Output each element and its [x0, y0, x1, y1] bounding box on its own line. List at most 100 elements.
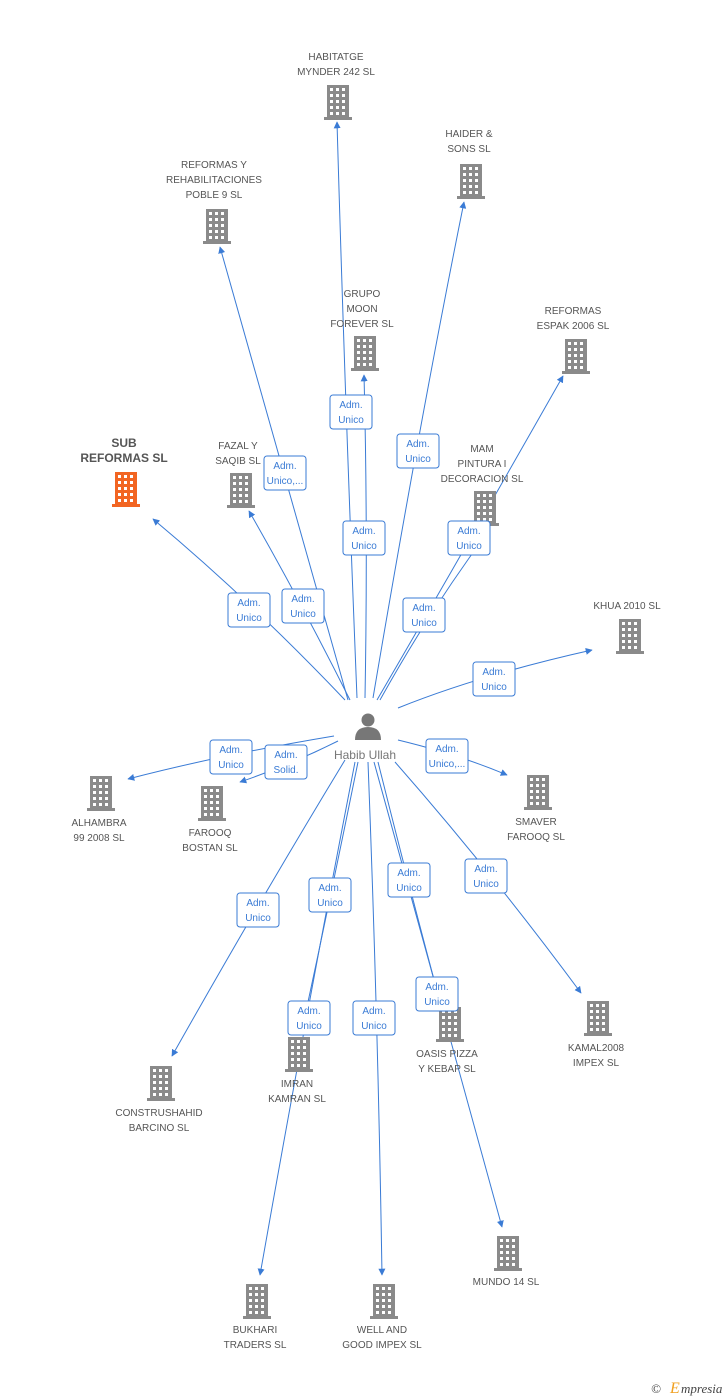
company-name-line: SMAVER: [515, 817, 557, 828]
company-node-fazal[interactable]: FAZAL Y SAQIB SL: [215, 441, 261, 508]
relation-label-sub-reformas[interactable]: Adm.Unico: [227, 592, 271, 628]
building-icon: [147, 1066, 175, 1101]
company-node-khua[interactable]: KHUA 2010 SL: [593, 601, 661, 654]
relation-role-line: Solid.: [273, 765, 298, 776]
company-name-line: REHABILITACIONES: [166, 175, 262, 186]
company-name-line: HAIDER &: [445, 129, 493, 140]
relation-label-mundo[interactable]: Adm. Unico: [415, 976, 459, 1012]
labels-layer: Adm.UnicoAdm.UnicoAdm.Unico,...Adm.Unico…: [209, 394, 516, 1036]
building-icon: [285, 1037, 313, 1072]
relation-label-smaver[interactable]: Adm.Unico,...: [425, 738, 469, 774]
company-name-line: SONS SL: [447, 144, 491, 155]
relation-role-line: Adm.: [297, 1006, 320, 1017]
company-name-line: BUKHARI: [233, 1325, 277, 1336]
company-name-line: Y KEBAP SL: [418, 1064, 476, 1075]
relation-label-khua[interactable]: Adm.Unico: [472, 661, 516, 697]
relation-label-kamal[interactable]: Adm.Unico: [464, 858, 508, 894]
company-name-line: REFORMAS Y: [181, 160, 247, 171]
relation-role-line: Adm.: [425, 982, 448, 993]
relation-role-line: Unico: [424, 997, 450, 1008]
building-icon: [616, 619, 644, 654]
company-name-line: REFORMAS SL: [80, 451, 167, 465]
relation-role-line: Unico,...: [267, 476, 304, 487]
label-box: [425, 738, 469, 774]
company-name-line: IMRAN: [281, 1079, 313, 1090]
relation-role-line: Adm.: [457, 526, 480, 537]
company-name-line: FAROOQ SL: [507, 832, 565, 843]
relation-role-line: Unico: [245, 913, 271, 924]
relation-label-reformas-espak[interactable]: Adm. Unico: [447, 520, 491, 556]
label-box: [396, 433, 440, 469]
building-icon: [243, 1284, 271, 1319]
relation-role-line: Unico: [351, 541, 377, 552]
relation-label-well-good[interactable]: Adm.Unico: [352, 1000, 396, 1036]
relation-role-line: Unico: [481, 682, 507, 693]
relation-label-farooq-bostan[interactable]: Adm.Solid.: [264, 744, 308, 780]
company-name-line: KAMAL2008: [568, 1043, 625, 1054]
relation-label-fazal[interactable]: Adm.Unico: [281, 588, 325, 624]
relation-label-haider[interactable]: Adm. Unico: [396, 433, 440, 469]
company-node-reformas-rehab[interactable]: REFORMAS Y REHABILITACIONES POBLE 9 SL: [166, 160, 262, 244]
company-name-line: SAQIB SL: [215, 456, 261, 467]
building-icon: [227, 473, 255, 508]
footer-brand: © E mpresia: [651, 1380, 723, 1397]
relation-label-bukhari[interactable]: Adm. Unico: [287, 1000, 331, 1036]
company-name-line: OASIS PIZZA: [416, 1049, 478, 1060]
relation-role-line: Unico: [361, 1021, 387, 1032]
company-node-oasis[interactable]: OASIS PIZZA Y KEBAP SL: [416, 1007, 478, 1075]
relation-role-line: Unico: [405, 454, 431, 465]
relation-role-line: Adm.: [339, 400, 362, 411]
relation-role-line: Adm.: [406, 439, 429, 450]
label-box: [227, 592, 271, 628]
relation-label-imran[interactable]: Adm.Unico: [308, 877, 352, 913]
company-node-smaver[interactable]: SMAVER FAROOQ SL: [507, 775, 565, 843]
label-box: [263, 455, 307, 491]
relation-label-reformas-rehab[interactable]: Adm. Unico,...: [263, 455, 307, 491]
company-name-line: MAM: [470, 444, 493, 455]
relation-label-habitatge[interactable]: Adm.Unico: [329, 394, 373, 430]
relation-role-line: Unico: [290, 609, 316, 620]
brand-name: mpresia: [681, 1381, 723, 1396]
label-box: [415, 976, 459, 1012]
relation-role-line: Unico: [296, 1021, 322, 1032]
label-box: [447, 520, 491, 556]
building-icon: [351, 336, 379, 371]
building-icon: [112, 472, 140, 507]
company-node-mam[interactable]: MAM PINTURA I DECORACION SL: [441, 444, 524, 526]
relation-role-line: Adm.: [273, 461, 296, 472]
company-name-line: DECORACION SL: [441, 474, 524, 485]
company-name-line: PINTURA I: [458, 459, 507, 470]
relation-label-grupo-moon[interactable]: Adm. Unico: [342, 520, 386, 556]
company-name-line: FAZAL Y: [218, 441, 258, 452]
company-name-line: MOON: [346, 304, 377, 315]
company-name-line: POBLE 9 SL: [186, 190, 243, 201]
relation-role-line: Unico: [473, 879, 499, 890]
label-box: [352, 1000, 396, 1036]
relation-role-line: Adm.: [352, 526, 375, 537]
relation-label-mam[interactable]: Adm.Unico: [402, 597, 446, 633]
company-name-line: MUNDO 14 SL: [473, 1277, 540, 1288]
person-icon: [355, 713, 381, 740]
building-icon: [87, 776, 115, 811]
relation-label-alhambra[interactable]: Adm.Unico: [209, 739, 253, 775]
building-icon: [436, 1007, 464, 1042]
relation-label-oasis[interactable]: Adm.Unico: [387, 862, 431, 898]
relation-label-construshahid[interactable]: Adm.Unico: [236, 892, 280, 928]
company-node-haider[interactable]: HAIDER & SONS SL: [445, 129, 493, 199]
relation-role-line: Adm.: [219, 745, 242, 756]
relation-role-line: Unico: [456, 541, 482, 552]
company-node-mundo[interactable]: MUNDO 14 SL: [473, 1236, 540, 1288]
relation-role-line: Adm.: [435, 744, 458, 755]
person-node[interactable]: Habib Ullah: [334, 713, 396, 763]
